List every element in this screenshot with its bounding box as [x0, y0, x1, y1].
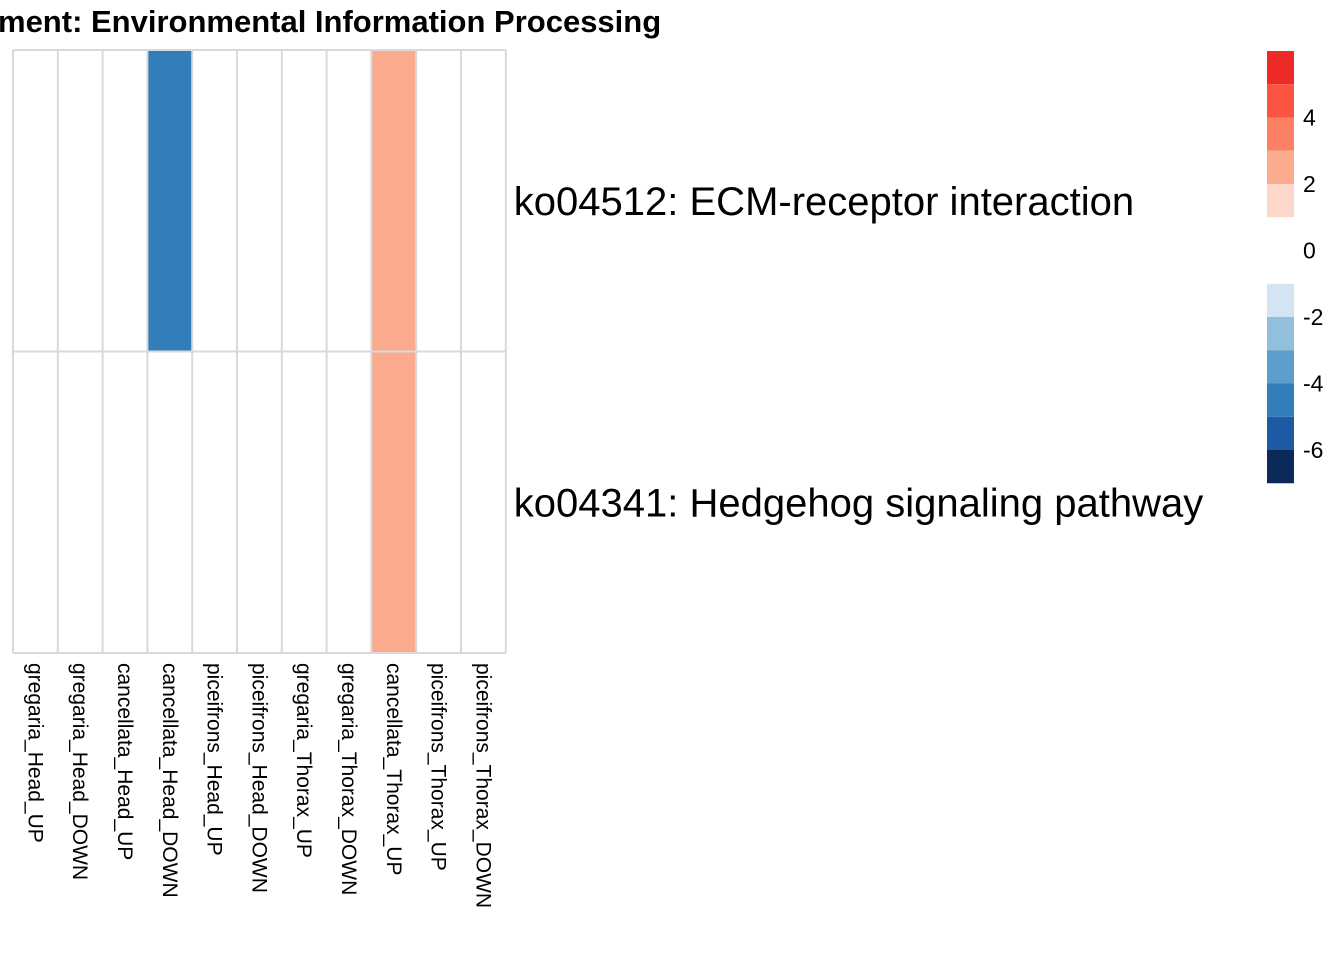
heatmap-grid — [12, 49, 507, 654]
heatmap-cell — [371, 351, 417, 653]
color-legend: 4 2 0 -2 -4 -6 — [1267, 51, 1324, 484]
heatmap-cell — [192, 351, 237, 653]
legend-swatch — [1267, 84, 1294, 118]
row-label: ko04341: Hedgehog signaling pathway — [514, 481, 1203, 525]
heatmap-cell — [461, 351, 506, 653]
column-label: piceifrons_Thorax_UP — [427, 663, 450, 871]
legend-swatch — [1267, 350, 1294, 384]
legend-tick-label: 4 — [1303, 105, 1316, 131]
heatmap-cell — [326, 351, 372, 653]
legend-swatch — [1267, 150, 1294, 184]
column-label: cancellata_Head_UP — [113, 663, 136, 860]
column-label: piceifrons_Head_UP — [203, 663, 226, 856]
heatmap-cell — [13, 351, 58, 653]
heatmap-cell — [416, 50, 461, 352]
row-labels: ko04512: ECM-receptor interaction ko04341… — [514, 180, 1203, 526]
legend-swatch — [1267, 51, 1294, 85]
column-label: gregaria_Thorax_DOWN — [337, 663, 360, 895]
legend-swatch — [1267, 117, 1294, 151]
legend-swatch — [1267, 450, 1294, 484]
legend-swatch — [1267, 184, 1294, 218]
column-label: piceifrons_Thorax_DOWN — [471, 663, 494, 908]
legend-tick-label: -4 — [1303, 371, 1324, 397]
heatmap-cells — [13, 50, 506, 653]
heatmap-cell — [147, 50, 193, 352]
column-label: gregaria_Head_DOWN — [68, 663, 91, 880]
heatmap-cell — [237, 50, 282, 352]
column-label: gregaria_Head_UP — [23, 663, 46, 843]
legend-tick-label: -2 — [1303, 304, 1323, 330]
legend-tick-label: 2 — [1303, 171, 1316, 197]
heatmap-cell — [237, 351, 282, 653]
heatmap-cell — [147, 351, 193, 653]
legend-tick-label: 0 — [1303, 238, 1316, 264]
legend-swatch — [1267, 317, 1294, 351]
legend-swatch — [1267, 416, 1294, 450]
row-label: ko04512: ECM-receptor interaction — [514, 180, 1134, 224]
heatmap-cell — [461, 50, 506, 352]
column-label: cancellata_Thorax_UP — [382, 663, 405, 875]
heatmap-cell — [13, 50, 58, 352]
heatmap-cell — [57, 50, 103, 352]
legend-swatch — [1267, 283, 1294, 317]
heatmap-cell — [281, 351, 327, 653]
heatmap-cell — [326, 50, 372, 352]
heatmap-cell — [102, 50, 148, 352]
chart-title: ment: Environmental Information Processi… — [0, 4, 661, 39]
legend-tick-label: -6 — [1303, 437, 1323, 463]
heatmap-cell — [57, 351, 103, 653]
heatmap-cell — [102, 351, 148, 653]
column-labels: gregaria_Head_UP gregaria_Head_DOWN cancel… — [23, 663, 494, 908]
heatmap-cell — [192, 50, 237, 352]
heatmap-cell — [371, 50, 417, 352]
heatmap-cell — [416, 351, 461, 653]
heatmap-cell — [281, 50, 327, 352]
column-label: cancellata_Head_DOWN — [158, 663, 181, 898]
legend-swatch — [1267, 383, 1294, 417]
legend-swatch — [1267, 217, 1294, 284]
column-label: piceifrons_Head_DOWN — [247, 663, 270, 893]
column-label: gregaria_Thorax_UP — [292, 663, 315, 858]
